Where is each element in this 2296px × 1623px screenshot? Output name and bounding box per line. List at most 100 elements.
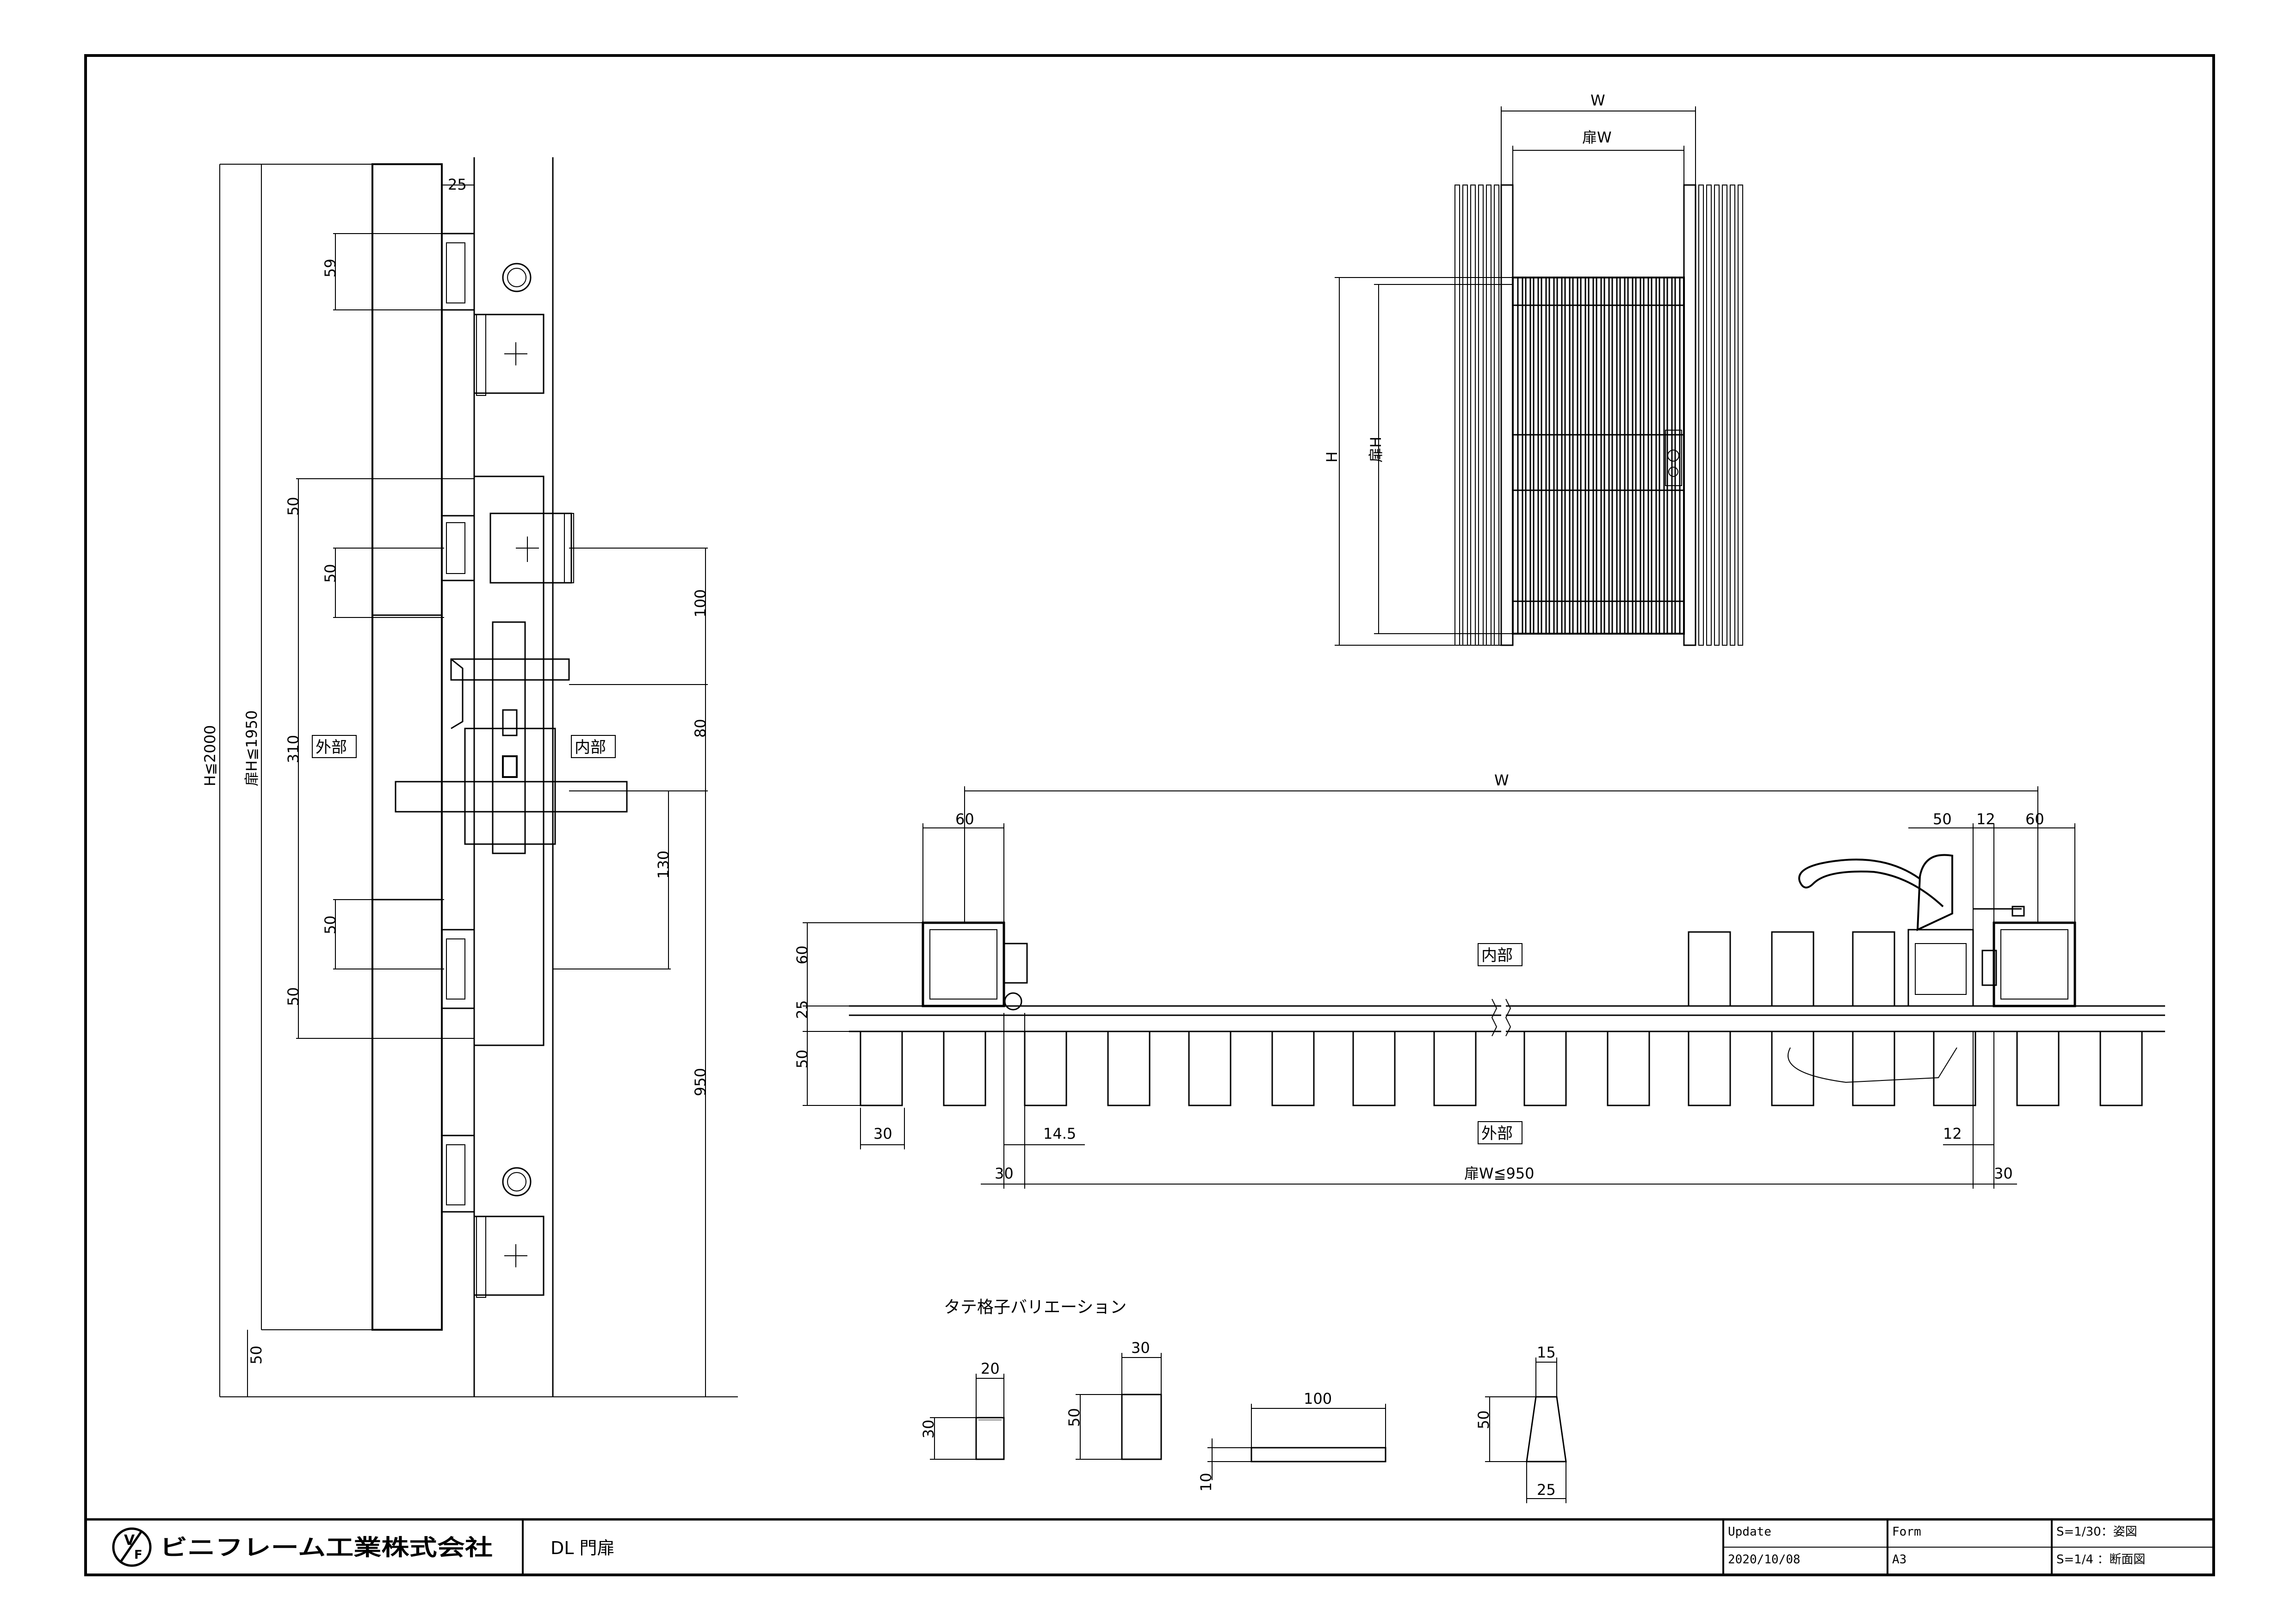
gate-elevation xyxy=(1454,184,1743,646)
plan-picket-outside xyxy=(1188,1031,1232,1106)
label-side-outside: 外部 xyxy=(316,738,347,757)
dim-plan-60-left: 60 xyxy=(955,810,974,828)
dim-elev-H: H xyxy=(1323,451,1341,463)
plan-picket-inside xyxy=(1771,931,1814,1007)
plan-picket-outside xyxy=(2016,1031,2060,1106)
elevation-picket xyxy=(1714,185,1720,646)
dim-elev-W: W xyxy=(1590,92,1605,109)
dim-side-50-b: 50 xyxy=(322,564,339,583)
side-section-view xyxy=(371,157,628,1397)
plan-picket-outside xyxy=(1024,1031,1067,1106)
dim-plan-60-right: 60 xyxy=(2025,810,2044,828)
dim-side-50-a: 50 xyxy=(285,497,302,516)
dim-elev-doorW: 扉W xyxy=(1582,129,1612,146)
elevation-picket xyxy=(1541,277,1547,635)
dim-var2-w: 30 xyxy=(1131,1339,1150,1357)
elevation-picket xyxy=(1564,277,1571,635)
dim-plan-14-5: 14.5 xyxy=(1043,1125,1076,1142)
elevation-picket xyxy=(1454,185,1460,646)
variation-dimensions xyxy=(930,1353,1566,1503)
elevation-picket xyxy=(1619,277,1626,635)
dim-side-50-c: 50 xyxy=(322,915,339,934)
dim-var4-h: 50 xyxy=(1475,1410,1492,1429)
label-side-inside: 内部 xyxy=(575,738,606,757)
elevation-picket xyxy=(1722,185,1727,646)
elevation-picket xyxy=(1738,185,1743,646)
company-name: ビニフレーム工業株式会社 xyxy=(160,1535,493,1561)
dim-plan-12-top: 12 xyxy=(1976,810,1995,828)
plan-picket-outside xyxy=(1607,1031,1650,1106)
update-label: Update xyxy=(1728,1525,1771,1539)
dim-elev-doorH: 扉H xyxy=(1367,437,1385,463)
plan-picket-inside xyxy=(1688,931,1731,1007)
plan-picket-outside xyxy=(1933,1031,1976,1106)
plan-picket-outside xyxy=(860,1031,903,1106)
dim-plan-12-bottom: 12 xyxy=(1943,1125,1962,1142)
elevation-picket xyxy=(1706,185,1712,646)
dim-plan-50-v: 50 xyxy=(793,1049,811,1068)
svg-text:V: V xyxy=(124,1532,135,1549)
plan-section-view xyxy=(849,854,2165,1106)
elevation-picket xyxy=(1596,277,1602,635)
dim-side-310: 310 xyxy=(285,735,302,763)
elevation-picket xyxy=(1478,185,1484,646)
elevation-picket xyxy=(1533,277,1539,635)
elevation-picket xyxy=(1548,277,1555,635)
dim-var1-h: 30 xyxy=(920,1419,937,1438)
plan-picket-inside xyxy=(1852,931,1895,1007)
dim-plan-30-left: 30 xyxy=(873,1125,892,1142)
dim-plan-60-v: 60 xyxy=(793,945,811,964)
scale-note-section: S=1/4 ：断面図 xyxy=(2056,1553,2145,1567)
dim-side-25: 25 xyxy=(448,176,467,193)
plan-picket-outside xyxy=(1523,1031,1567,1106)
dim-plan-W: W xyxy=(1494,771,1509,789)
dim-var2-h: 50 xyxy=(1065,1408,1083,1427)
variations-title: タテ格子バリエーション xyxy=(944,1298,1126,1317)
elevation-picket xyxy=(1572,277,1578,635)
dim-plan-30-br: 30 xyxy=(1994,1165,2013,1182)
form-label: Form xyxy=(1892,1525,1921,1539)
dim-plan-25-v: 25 xyxy=(793,1000,811,1019)
svg-text:F: F xyxy=(134,1548,142,1562)
dim-var4-top: 15 xyxy=(1537,1344,1556,1361)
elevation-picket xyxy=(1659,277,1665,635)
plan-picket-outside xyxy=(1271,1031,1315,1106)
dim-side-door-H: 扉H≦1950 xyxy=(243,710,260,786)
plan-picket-outside xyxy=(1107,1031,1151,1106)
label-plan-inside: 内部 xyxy=(1481,946,1513,965)
side-section-dimensions xyxy=(219,164,738,1397)
plan-picket-outside xyxy=(1688,1031,1731,1106)
dim-side-950: 950 xyxy=(692,1068,709,1096)
sheet-border xyxy=(84,54,2215,1576)
elevation-picket xyxy=(1486,185,1491,646)
drawing-title: DL 門扉 xyxy=(551,1538,615,1558)
elevation-picket xyxy=(1603,277,1610,635)
elevation-picket xyxy=(1525,277,1531,635)
company-logo: V F xyxy=(112,1527,152,1567)
plan-section-dimensions xyxy=(803,786,2075,1189)
elevation-picket xyxy=(1517,277,1523,635)
dim-var1-w: 20 xyxy=(981,1360,1000,1377)
elevation-picket xyxy=(1580,277,1586,635)
elevation-picket xyxy=(1635,277,1641,635)
dim-side-50-bottom: 50 xyxy=(248,1345,265,1364)
plan-picket-outside xyxy=(943,1031,986,1106)
plan-picket-outside xyxy=(1433,1031,1477,1106)
elevation-picket xyxy=(1556,277,1563,635)
elevation-dimensions xyxy=(1335,106,1696,646)
scale-note-elevation: S=1/30：姿図 xyxy=(2056,1525,2137,1539)
elevation-picket xyxy=(1643,277,1649,635)
dim-plan-50: 50 xyxy=(1933,810,1952,828)
update-value: 2020/10/08 xyxy=(1728,1553,1801,1567)
dim-var3-w: 100 xyxy=(1304,1390,1332,1407)
dim-side-130: 130 xyxy=(655,851,672,879)
dim-side-100: 100 xyxy=(692,589,709,617)
plan-picket-outside xyxy=(1352,1031,1396,1106)
plan-picket-outside xyxy=(2099,1031,2143,1106)
dim-side-50-d: 50 xyxy=(285,987,302,1006)
elevation-picket xyxy=(1470,185,1476,646)
plan-picket-outside xyxy=(1852,1031,1895,1106)
elevation-picket xyxy=(1462,185,1468,646)
elevation-picket xyxy=(1698,185,1704,646)
